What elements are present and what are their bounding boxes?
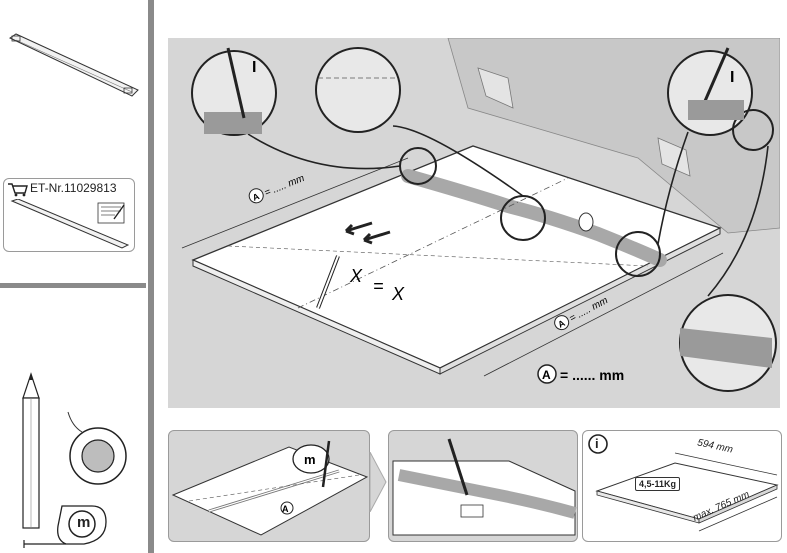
worktop-drawing: X = X I I A = ..... mm A = ..... mm A = …	[181, 37, 781, 392]
sidebar-section-divider	[0, 283, 146, 288]
weight-badge: 4,5-11Kg	[635, 477, 681, 491]
tape-roll-icon	[67, 411, 127, 485]
step-measure-drawing: A m	[171, 440, 369, 536]
sidebar: ET-Nr.11029813 m	[0, 0, 150, 553]
edge-label-top: = ..... mm	[263, 173, 306, 199]
info-panel: i 594 mm max. 765 mm 4,5-11Kg	[582, 430, 782, 542]
spare-part-box: ET-Nr.11029813	[3, 178, 135, 252]
marker-x-left: X	[349, 266, 363, 286]
rail-part-icon	[8, 33, 139, 97]
cart-icon	[8, 183, 28, 197]
step-measure-a: A	[282, 504, 289, 514]
worktop-dimension-drawing	[595, 452, 779, 532]
marker-eq: =	[373, 276, 384, 296]
marker-x-right: X	[391, 284, 405, 304]
dimension-value: = ...... mm	[560, 367, 624, 383]
edge-a-top: A	[251, 191, 261, 203]
sidebar-divider	[148, 0, 154, 553]
tool-mark-left: I	[252, 59, 256, 76]
main-illustration: X = X I I A = ..... mm A = ..... mm A = …	[168, 37, 781, 408]
rail-part-small-icon	[10, 199, 130, 249]
step-mark	[388, 430, 578, 542]
step-mark-drawing	[392, 438, 577, 536]
edge-a-right: A	[556, 318, 567, 330]
tape-measure-label: m	[77, 514, 91, 531]
info-icon-letter: i	[595, 436, 599, 451]
info-icon	[588, 434, 608, 454]
step-measure: A m	[168, 430, 370, 542]
pencil-icon	[22, 372, 40, 529]
tool-mark-right: I	[730, 69, 734, 86]
part-number: ET-Nr.11029813	[30, 181, 117, 195]
step-measure-tape-letter: m	[304, 452, 316, 467]
chevron-right-icon	[369, 452, 387, 512]
dimension-a-circle: A	[542, 368, 551, 382]
tape-measure-icon	[23, 505, 107, 548]
